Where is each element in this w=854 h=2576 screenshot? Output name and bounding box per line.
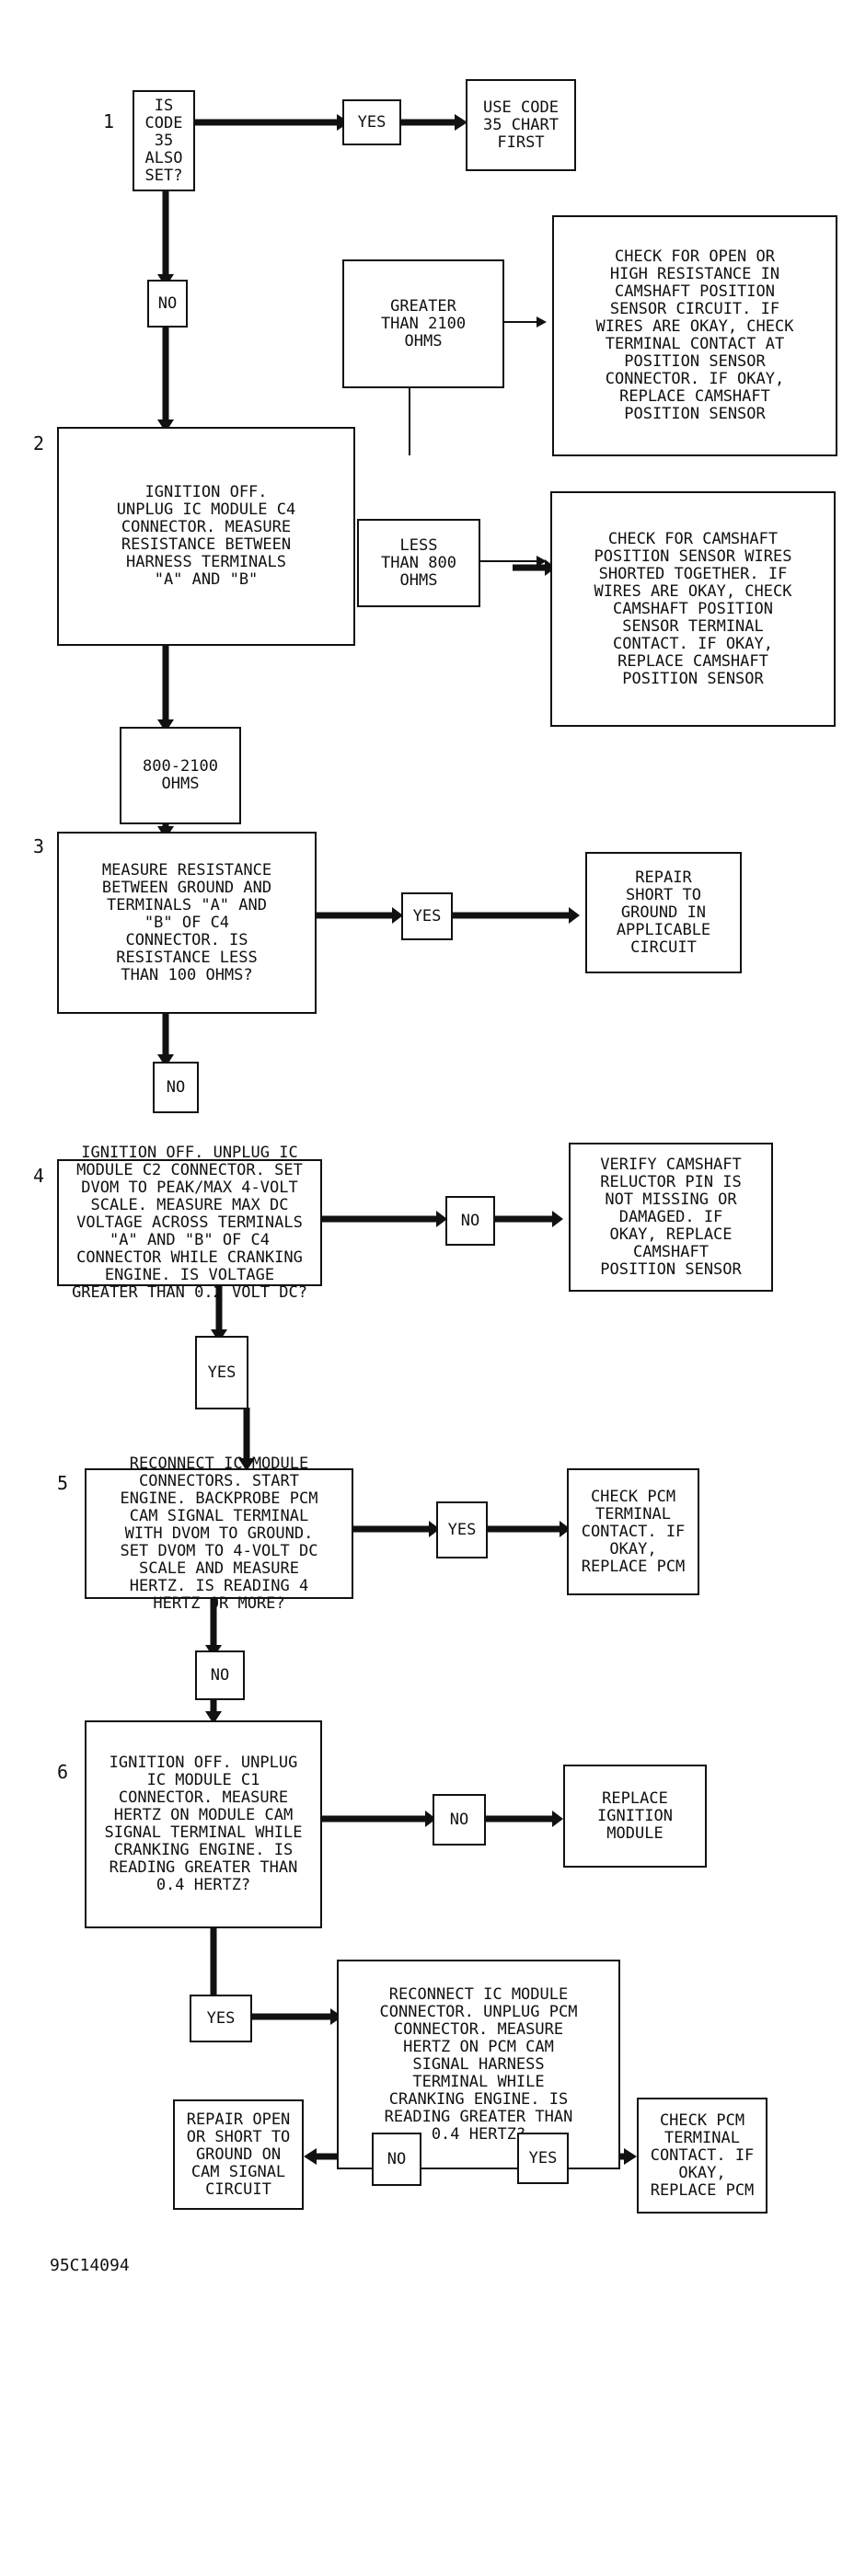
arrowhead bbox=[392, 907, 403, 924]
arrowhead bbox=[624, 2148, 637, 2165]
replace-ignition-module-box: REPLACE IGNITION MODULE bbox=[563, 1765, 707, 1868]
no-box: NO bbox=[445, 1196, 495, 1246]
arrowhead bbox=[205, 1711, 222, 1724]
arrowhead bbox=[552, 1211, 563, 1227]
verify-reluctor-box: VERIFY CAMSHAFT RELUCTOR PIN IS NOT MISS… bbox=[569, 1143, 773, 1292]
arrowhead bbox=[238, 1458, 255, 1471]
step6-box: IGNITION OFF. UNPLUG IC MODULE C1 CONNEC… bbox=[85, 1720, 322, 1928]
yes-box: YES bbox=[401, 892, 453, 940]
yes-box: YES bbox=[517, 2133, 569, 2184]
step-number: 3 bbox=[33, 835, 45, 857]
yes-box: YES bbox=[195, 1336, 248, 1409]
arrowhead bbox=[157, 719, 174, 732]
step-number: 4 bbox=[33, 1165, 45, 1187]
code35-question-box: IS CODE 35 ALSO SET? bbox=[133, 90, 195, 191]
yes-box: YES bbox=[342, 99, 401, 145]
step3-box: MEASURE RESISTANCE BETWEEN GROUND AND TE… bbox=[57, 832, 317, 1014]
arrowhead bbox=[537, 556, 547, 567]
arrowhead bbox=[455, 114, 467, 131]
no-box: NO bbox=[195, 1650, 245, 1700]
greater-than-2100-box: GREATER THAN 2100 OHMS bbox=[342, 259, 504, 388]
arrowhead bbox=[425, 1811, 436, 1827]
arrowhead bbox=[537, 316, 547, 328]
no-box: NO bbox=[153, 1062, 199, 1113]
figure-reference: 95C14094 bbox=[50, 2256, 130, 2275]
step-number: 6 bbox=[57, 1761, 69, 1783]
step5-box: RECONNECT IC MODULE CONNECTORS. START EN… bbox=[85, 1455, 353, 1612]
arrowhead bbox=[157, 420, 174, 432]
check-open-circuit-box: CHECK FOR OPEN OR HIGH RESISTANCE IN CAM… bbox=[552, 215, 837, 456]
step-number: 2 bbox=[33, 432, 45, 454]
arrowhead bbox=[560, 1521, 571, 1537]
resistance-range-box: 800-2100 OHMS bbox=[120, 727, 241, 824]
repair-short-box: REPAIR SHORT TO GROUND IN APPLICABLE CIR… bbox=[585, 852, 742, 973]
check-pcm-box: CHECK PCM TERMINAL CONTACT. IF OKAY, REP… bbox=[567, 1468, 699, 1595]
arrowhead bbox=[157, 1054, 174, 1067]
repair-open-short-box: REPAIR OPEN OR SHORT TO GROUND ON CAM SI… bbox=[173, 2099, 304, 2210]
less-than-800-box: LESS THAN 800 OHMS bbox=[357, 519, 480, 607]
arrowhead bbox=[552, 1811, 563, 1827]
step4-box: IGNITION OFF. UNPLUG IC MODULE C2 CONNEC… bbox=[57, 1144, 322, 1301]
no-box: NO bbox=[433, 1794, 486, 1846]
yes-box: YES bbox=[190, 1995, 252, 2042]
arrowhead bbox=[429, 1521, 440, 1537]
arrowhead bbox=[304, 2148, 317, 2165]
no-box: NO bbox=[372, 2133, 421, 2186]
arrowhead bbox=[569, 907, 580, 924]
step-number: 5 bbox=[57, 1472, 69, 1494]
check-short-box: CHECK FOR CAMSHAFT POSITION SENSOR WIRES… bbox=[550, 491, 836, 727]
arrowhead bbox=[436, 1211, 447, 1227]
check-pcm-box: CHECK PCM TERMINAL CONTACT. IF OKAY, REP… bbox=[637, 2098, 767, 2214]
arrowhead bbox=[330, 2008, 342, 2025]
yes-box: YES bbox=[436, 1501, 488, 1558]
no-box: NO bbox=[147, 280, 188, 328]
step2-box: IGNITION OFF. UNPLUG IC MODULE C4 CONNEC… bbox=[57, 427, 355, 646]
step-number: 1 bbox=[103, 110, 115, 132]
use-code-35-box: USE CODE 35 CHART FIRST bbox=[466, 79, 576, 171]
